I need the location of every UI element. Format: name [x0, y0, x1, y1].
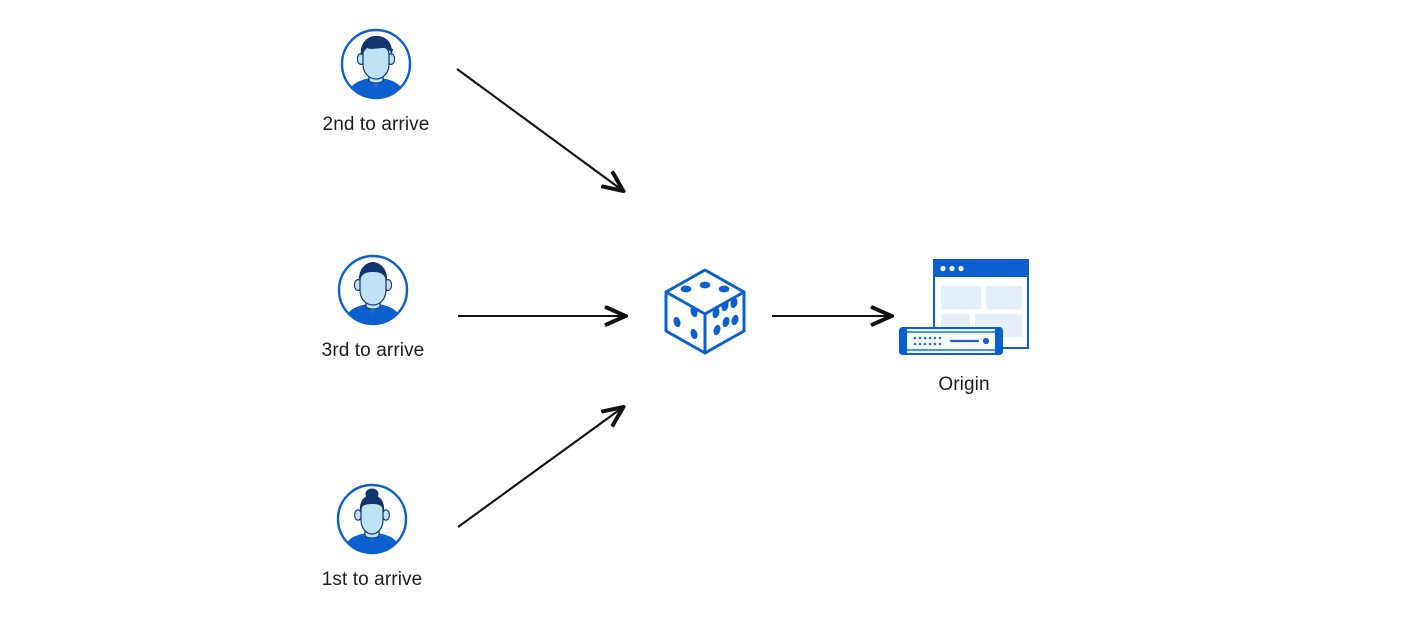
node-origin[interactable]: Origin: [896, 257, 1032, 396]
server-device-icon: [899, 327, 1003, 355]
node-label: 1st to arrive: [321, 569, 423, 590]
user-avatar-icon: [338, 26, 414, 102]
arrow-1st-to-dice: [457, 408, 622, 528]
node-client-3rd[interactable]: 3rd to arrive: [305, 252, 441, 362]
user-avatar-icon: [334, 481, 410, 557]
node-label: Origin: [938, 374, 990, 395]
dice-icon: [661, 265, 749, 357]
origin-server-icon: [896, 257, 1032, 362]
node-client-1st[interactable]: 1st to arrive: [304, 481, 440, 591]
user-avatar-icon: [335, 252, 411, 328]
node-label: 3rd to arrive: [321, 340, 425, 361]
node-label: 2nd to arrive: [322, 114, 430, 135]
node-randomizer[interactable]: [660, 265, 750, 357]
node-client-2nd[interactable]: 2nd to arrive: [308, 26, 444, 136]
arrow-2nd-to-dice: [456, 68, 622, 190]
